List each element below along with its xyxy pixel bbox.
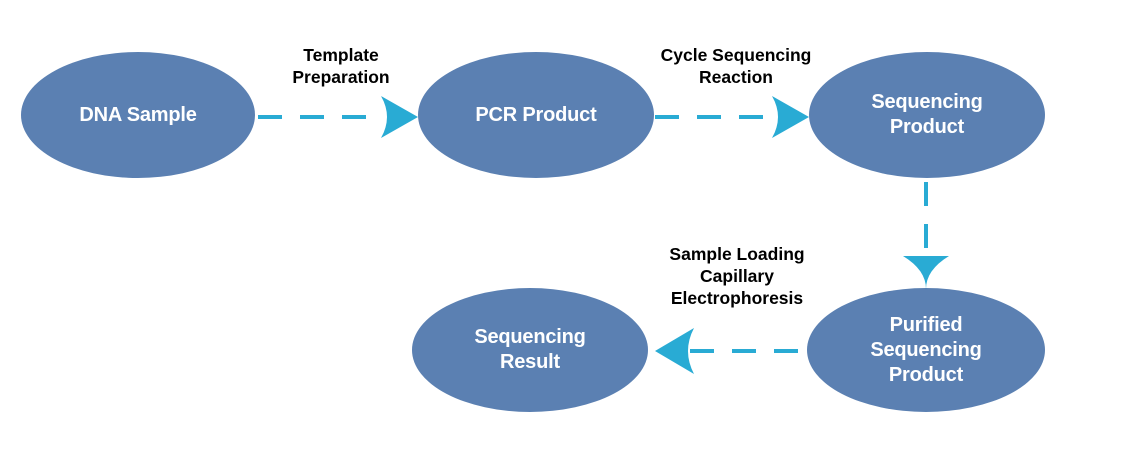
node-ellipse-sequencing-result[interactable] xyxy=(412,288,648,412)
edge-label-template-preparation: Template Preparation xyxy=(292,45,390,87)
node-ellipse-pcr-product[interactable] xyxy=(418,52,654,178)
edge-label-cycle-sequencing-reaction: Cycle Sequencing Reaction xyxy=(660,45,812,87)
connector-template-preparation xyxy=(258,96,418,138)
arrowhead-right-2 xyxy=(772,96,809,138)
connector-purification xyxy=(903,182,949,289)
arrowhead-right-1 xyxy=(381,96,418,138)
node-ellipse-purified-sequencing-product[interactable] xyxy=(807,288,1045,412)
node-ellipse-dna-sample[interactable] xyxy=(21,52,255,178)
connector-sample-loading xyxy=(655,328,810,374)
node-ellipse-sequencing-product[interactable] xyxy=(809,52,1045,178)
edge-label-sample-loading: Sample Loading Capillary Electrophoresis xyxy=(669,244,805,308)
arrowhead-left-1 xyxy=(655,328,694,374)
arrowhead-down-1 xyxy=(903,256,949,289)
connector-cycle-sequencing-reaction xyxy=(655,96,809,138)
